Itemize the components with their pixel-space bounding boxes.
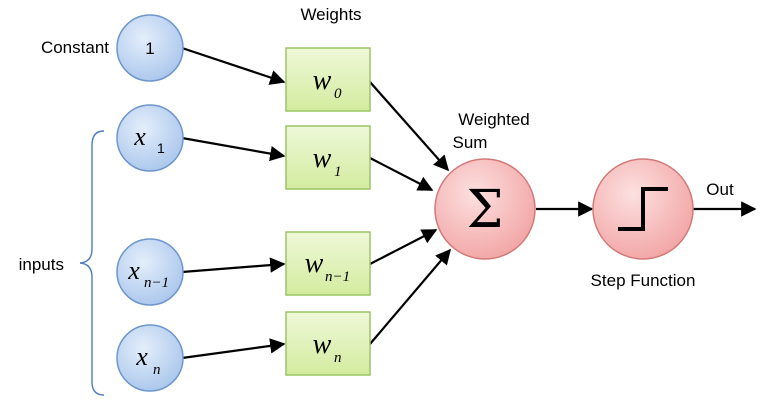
step-function-icon <box>618 187 668 231</box>
weight-node-w1: w 1 <box>285 125 371 190</box>
edge-x1-w1 <box>181 136 286 162</box>
weight-node-label: w <box>313 65 332 96</box>
input-node-label: 1 <box>145 39 154 58</box>
edge-xn1-wn1 <box>181 257 286 274</box>
weight-node-subscript: n <box>334 350 342 366</box>
sigma-icon: Σ <box>467 180 504 240</box>
input-node-subscript: n <box>153 362 161 378</box>
edge-wn1-sum <box>369 229 438 265</box>
weight-nodes: w 0 w 1 w n−1 w n <box>285 47 371 376</box>
input-node-x1: x 1 <box>116 104 184 172</box>
constant-label: Constant <box>41 38 109 57</box>
step-function-node <box>592 158 694 260</box>
weight-node-w0: w 0 <box>285 47 371 112</box>
weights-label: Weights <box>300 5 361 24</box>
input-node-subscript: n−1 <box>144 275 169 291</box>
input-node-xn-minus-1: x n−1 <box>116 238 184 306</box>
weight-node-label: w <box>313 329 332 360</box>
weight-node-wn: w n <box>285 311 371 376</box>
input-node-label: x <box>133 122 146 151</box>
edge-wn-sum <box>369 248 451 345</box>
edge-w0-sum <box>369 81 450 172</box>
weighted-sum-label-line1: Weighted <box>458 110 530 129</box>
input-node-xn: x n <box>116 324 184 392</box>
weight-node-subscript: n−1 <box>325 269 350 285</box>
weight-node-subscript: 0 <box>334 86 342 102</box>
input-nodes: 1 x 1 x n−1 x n <box>116 14 184 392</box>
inputs-brace <box>79 130 105 396</box>
edge-xn-wn <box>181 338 286 360</box>
weighted-sum-label-line2: Sum <box>453 133 488 152</box>
weighted-sum-node: Σ <box>434 158 536 260</box>
input-node-label: x <box>135 342 148 371</box>
weight-node-subscript: 1 <box>334 164 342 180</box>
weight-node-label: w <box>313 143 332 174</box>
edge-w1-sum <box>369 157 434 191</box>
edge-constant-w0 <box>181 46 286 85</box>
weight-node-wn-minus-1: w n−1 <box>285 231 371 296</box>
input-node-subscript: 1 <box>157 140 165 156</box>
edges <box>181 46 757 360</box>
step-function-label: Step Function <box>591 271 696 290</box>
inputs-label: inputs <box>19 255 64 274</box>
weight-node-label: w <box>305 248 324 279</box>
input-node-constant: 1 <box>116 14 184 82</box>
input-node-label: x <box>127 256 140 285</box>
out-label: Out <box>706 180 734 199</box>
